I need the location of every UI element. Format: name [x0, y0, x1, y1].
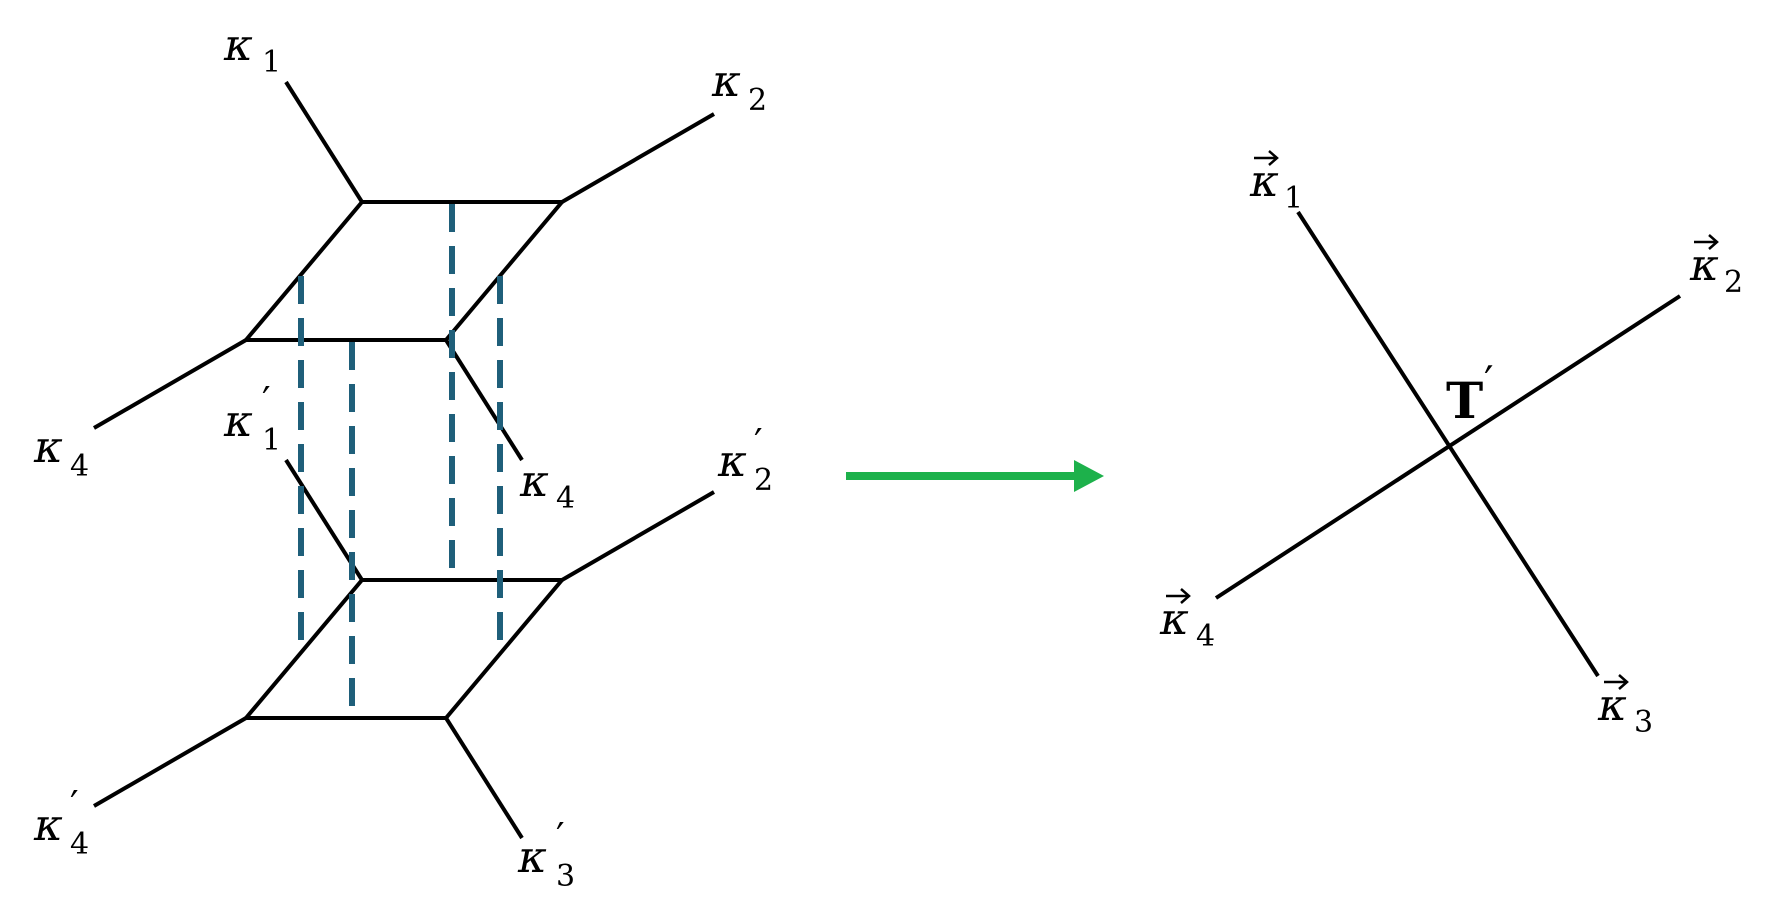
transform-arrow — [846, 460, 1104, 492]
label-k2-base: κ — [711, 56, 741, 107]
label-vec-k4: κ 4 — [1159, 588, 1215, 654]
label-k3p-prime: ′ — [556, 815, 565, 859]
tensor-label-prime: ′ — [1484, 357, 1494, 406]
label-vec-k2-sub: 2 — [1724, 265, 1743, 300]
top-edge-k1 — [284, 80, 364, 204]
label-vec-k1-sub: 1 — [1284, 181, 1303, 216]
top-edge-k4-right — [444, 338, 524, 462]
label-vec-k3: κ 3 — [1597, 674, 1653, 740]
label-k2p-base: κ — [717, 436, 747, 487]
label-vec-k3-base: κ — [1597, 680, 1627, 731]
top-edge-k2 — [560, 112, 716, 204]
vertex-diagram — [1214, 210, 1682, 678]
label-vec-k4-base: κ — [1159, 594, 1189, 645]
label-vec-k1: κ 1 — [1249, 150, 1303, 216]
label-vec-k2: κ 2 — [1689, 234, 1743, 300]
label-k3p-base: κ — [517, 832, 547, 883]
label-vec-k4-sub: 4 — [1196, 619, 1215, 654]
label-k4p-base: κ — [33, 800, 63, 851]
tensor-label: T ′ — [1446, 357, 1494, 430]
bottom-edge-k3p — [444, 716, 524, 840]
label-k4-left-sub: 4 — [70, 449, 89, 484]
label-k3p-sub: 3 — [556, 859, 575, 894]
arrow-head — [1074, 460, 1104, 492]
label-k1p-base: κ — [223, 396, 253, 447]
label-k4-right-base: κ — [519, 456, 549, 507]
label-vec-k3-sub: 3 — [1634, 705, 1653, 740]
top-parallelogram — [241, 200, 567, 342]
label-k4p: κ ′ 4 — [33, 783, 89, 862]
vec-arrowhead-k4 — [1180, 588, 1191, 604]
label-vec-k1-base: κ — [1249, 156, 1279, 207]
label-vec-k2-base: κ — [1689, 240, 1719, 291]
label-k1p: κ ′ 1 — [223, 379, 281, 458]
label-k4-left-base: κ — [33, 422, 63, 473]
bottom-block — [92, 458, 716, 840]
tensor-label-T: T — [1446, 371, 1483, 430]
dashed-connectors — [298, 204, 503, 712]
vertex-line-k1-k3 — [1296, 210, 1600, 678]
label-k2p-sub: 2 — [754, 463, 773, 498]
vec-arrowhead-k2 — [1708, 234, 1719, 250]
label-k4p-sub: 4 — [70, 827, 89, 862]
label-k1p-prime: ′ — [262, 379, 271, 423]
bottom-edge-k4p — [92, 716, 248, 808]
label-k1: κ 1 — [223, 20, 281, 80]
vertex-line-k4-k2 — [1214, 294, 1682, 600]
bottom-edge-k2p — [560, 490, 716, 582]
label-k4p-prime: ′ — [70, 783, 79, 827]
label-k2: κ 2 — [711, 56, 767, 118]
label-k4-right-sub: 4 — [556, 481, 575, 516]
top-block — [92, 80, 716, 462]
vec-arrowhead-k3 — [1618, 674, 1629, 690]
vec-arrowhead-k1 — [1268, 150, 1279, 166]
label-k1-sub: 1 — [262, 45, 281, 80]
top-edge-k4-left — [92, 338, 248, 430]
label-k2-sub: 2 — [748, 83, 767, 118]
label-k2p-prime: ′ — [754, 421, 763, 465]
label-k3p: κ ′ 3 — [517, 815, 575, 894]
label-k2p: κ ′ 2 — [717, 421, 773, 498]
label-k1-base: κ — [223, 20, 253, 71]
label-k1p-sub: 1 — [262, 423, 281, 458]
label-k4-left: κ 4 — [33, 422, 89, 484]
bottom-parallelogram — [241, 578, 567, 720]
label-k4-right: κ 4 — [519, 456, 575, 516]
